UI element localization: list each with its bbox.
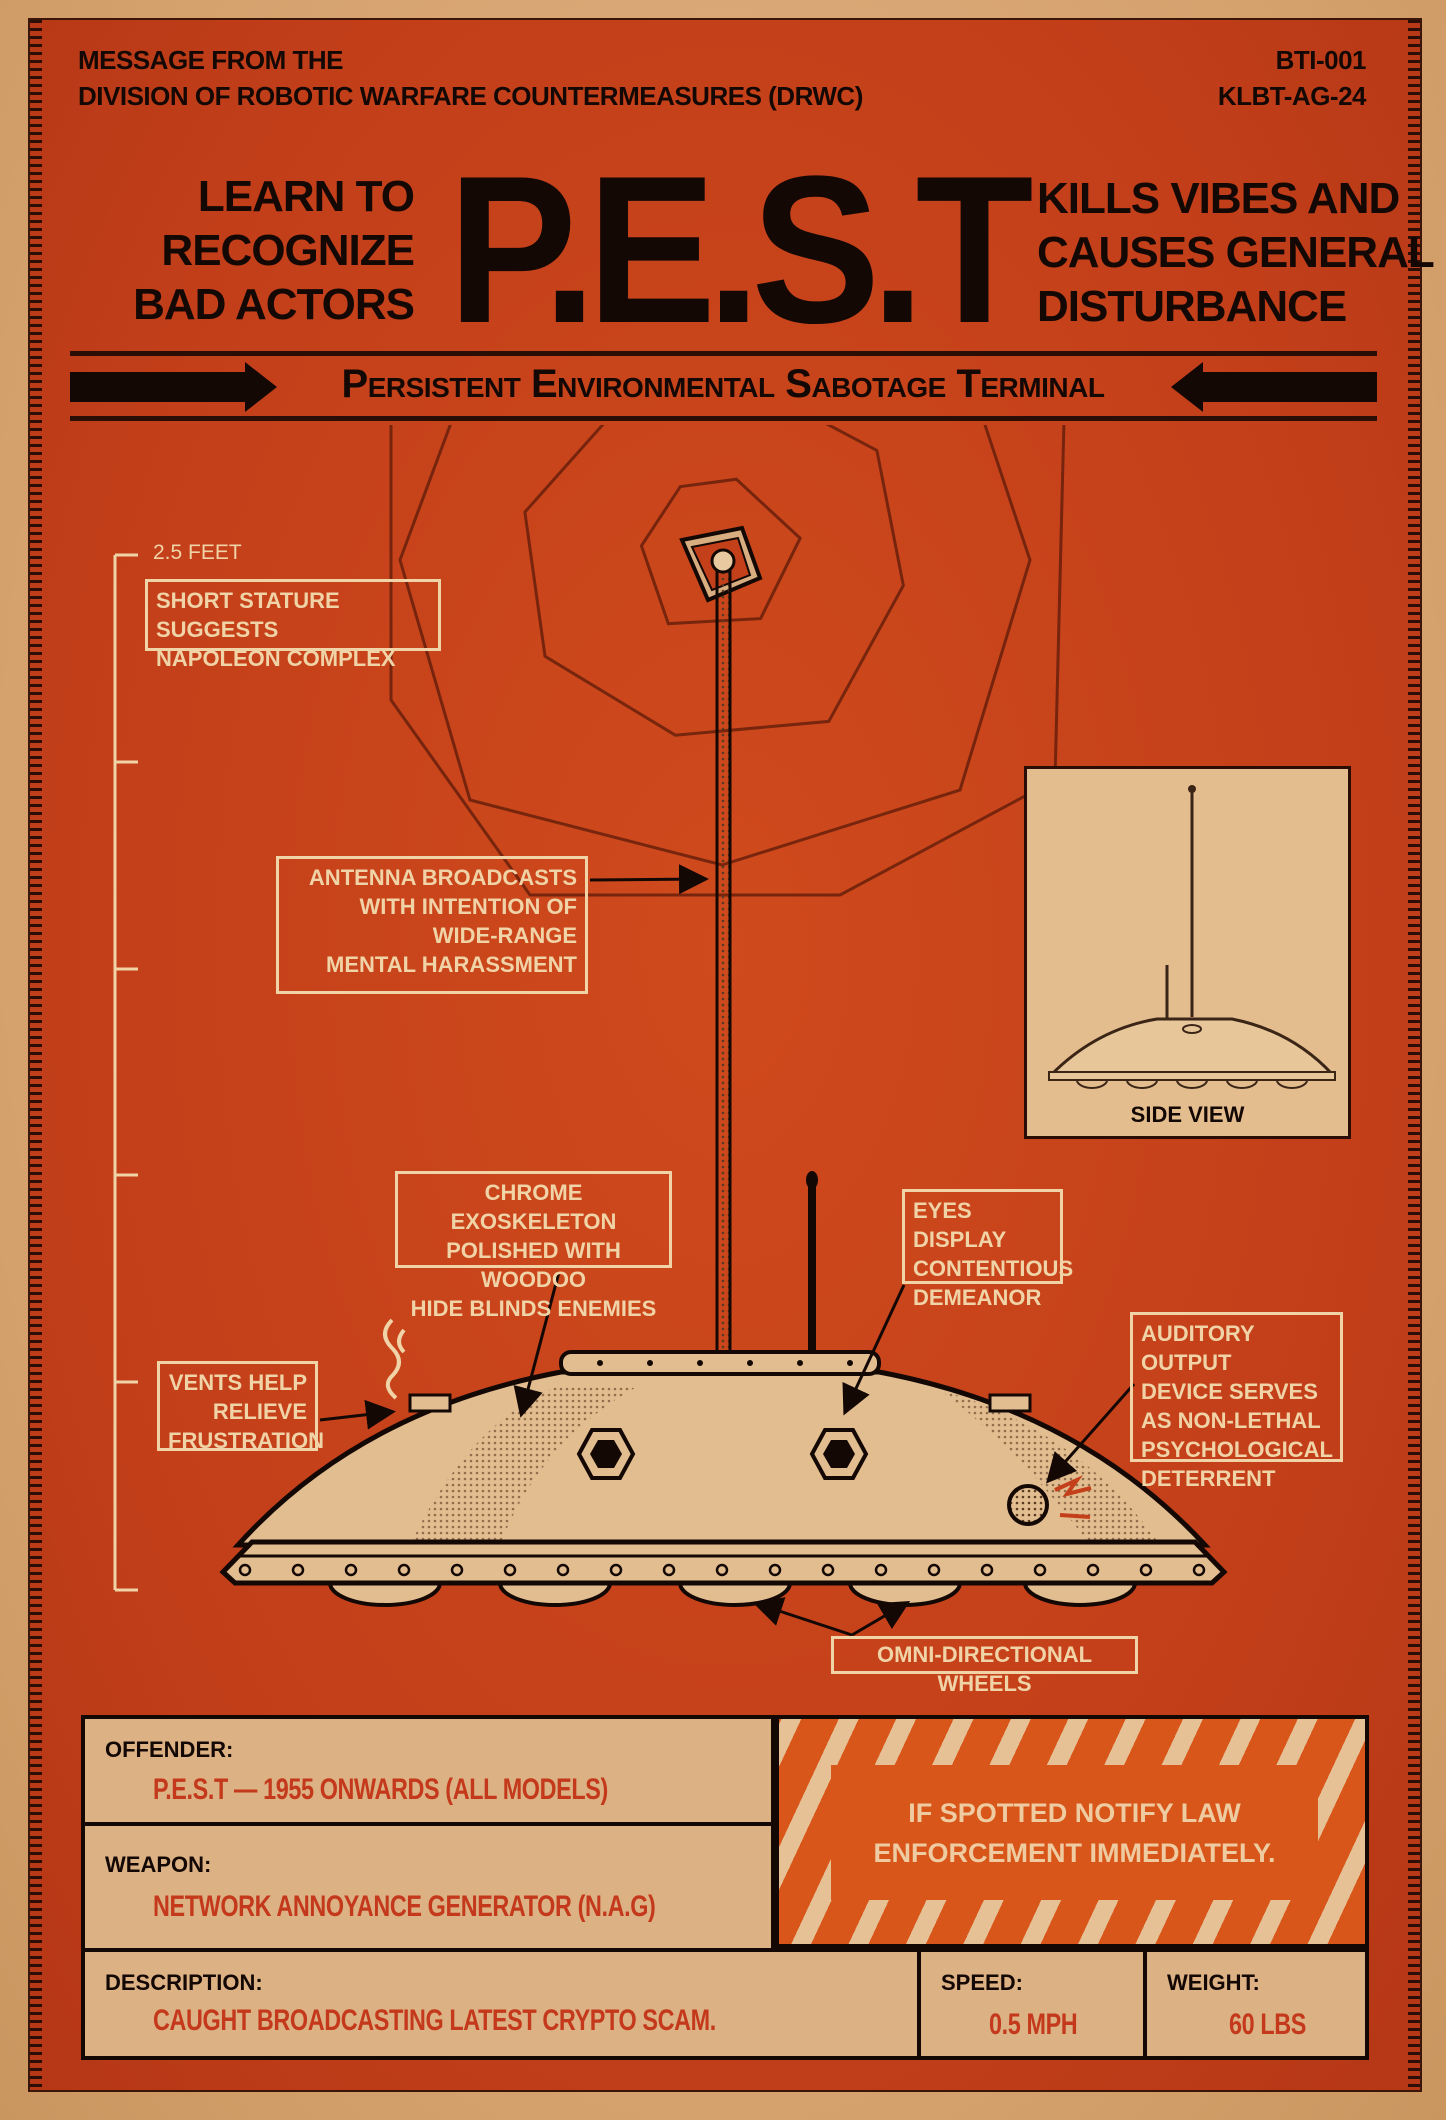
saucer-rim xyxy=(219,1539,1228,1586)
callout-arrows xyxy=(319,864,1136,1637)
rivet xyxy=(503,1563,517,1577)
weight-value: 60 LBS xyxy=(1229,2008,1307,2041)
callout-eyes: EYES DISPLAY CONTENTIOUS DEMEANOR xyxy=(902,1189,1073,1310)
wheel xyxy=(848,1582,962,1607)
rivet xyxy=(874,1563,888,1577)
arrow-left-icon xyxy=(1171,362,1377,412)
weight-cell: WEIGHT: 60 LBS xyxy=(1143,1948,1369,2060)
signal-wave xyxy=(639,477,802,626)
speaker xyxy=(1007,1484,1049,1526)
rivet xyxy=(927,1563,941,1577)
header-code-2: KLBT-AG-24 xyxy=(1217,81,1367,111)
divider-bottom xyxy=(70,416,1377,421)
rivet xyxy=(344,1563,358,1577)
callout-vents: VENTS HELP RELIEVE FRUSTRATION xyxy=(157,1361,324,1453)
rivet xyxy=(556,1563,570,1577)
header-line-1: MESSAGE FROM THE xyxy=(78,45,344,75)
tagline-left-3: BAD ACTORS xyxy=(133,280,415,329)
offender-cell: OFFENDER: P.E.S.T — 1955 ONWARDS (ALL MO… xyxy=(81,1715,775,1826)
divider-top xyxy=(70,351,1377,356)
speed-label: SPEED: xyxy=(941,1970,1023,1995)
top-plate xyxy=(559,1350,881,1376)
rivet xyxy=(980,1563,994,1577)
weapon-cell: WEAPON: NETWORK ANNOYANCE GENERATOR (N.A… xyxy=(81,1822,775,1952)
height-scale xyxy=(113,553,138,1592)
rivet xyxy=(768,1563,782,1577)
scale-label: 2.5 FEET xyxy=(153,541,242,564)
left-edge-ruler xyxy=(30,20,42,2090)
vent-left xyxy=(408,1393,452,1413)
callout-stature: SHORT STATURE SUGGESTS NAPOLEON COMPLEX xyxy=(145,579,441,671)
callout-chrome: CHROME EXOSKELETON POLISHED WITH WOODOO … xyxy=(395,1171,672,1321)
rim-rivets xyxy=(238,1563,1206,1577)
steam-icon xyxy=(383,1318,406,1400)
weight-label: WEIGHT: xyxy=(1167,1970,1260,1995)
description-label: DESCRIPTION: xyxy=(105,1970,263,1995)
header-line-2: DIVISION OF ROBOTIC WARFARE COUNTERMEASU… xyxy=(78,81,863,111)
rivet xyxy=(821,1563,835,1577)
rivet xyxy=(1086,1563,1100,1577)
eye-right xyxy=(809,1428,869,1480)
speed-cell: SPEED: 0.5 MPH xyxy=(917,1948,1147,2060)
rivet xyxy=(609,1563,623,1577)
warning-text: IF SPOTTED NOTIFY LAW ENFORCEMENT IMMEDI… xyxy=(831,1765,1318,1900)
description-value: CAUGHT BROADCASTING LATEST CRYPTO SCAM. xyxy=(153,2004,716,2037)
main-title: P.E.S.T xyxy=(448,132,1034,367)
arrow-right-icon xyxy=(70,362,277,412)
antenna-ball xyxy=(710,548,736,574)
warning-notice: IF SPOTTED NOTIFY LAW ENFORCEMENT IMMEDI… xyxy=(775,1715,1369,1948)
small-antenna xyxy=(808,1178,816,1363)
rivet xyxy=(397,1563,411,1577)
wheels xyxy=(328,1582,1137,1607)
callout-wheels: OMNI-DIRECTIONAL WHEELS xyxy=(831,1636,1138,1696)
vent-right xyxy=(988,1393,1032,1413)
wheel xyxy=(678,1582,792,1607)
offender-value: P.E.S.T — 1955 ONWARDS (ALL MODELS) xyxy=(153,1773,608,1806)
wheel xyxy=(1023,1582,1137,1607)
tagline-left-1: LEARN TO xyxy=(197,172,415,221)
tagline-right-2: CAUSES GENERAL xyxy=(1037,228,1435,277)
subtitle: Persistent Environmental Sabotage Termin… xyxy=(341,362,1105,406)
sound-bolt-icon xyxy=(1054,1475,1092,1519)
side-view-illustration xyxy=(1048,785,1336,1089)
eye-left xyxy=(576,1428,636,1480)
header-code-1: BTI-001 xyxy=(1275,45,1367,75)
signal-wave xyxy=(389,425,1066,897)
wheel xyxy=(328,1582,442,1607)
speed-value: 0.5 MPH xyxy=(989,2008,1078,2041)
rivet xyxy=(291,1563,305,1577)
right-edge-ruler xyxy=(1408,20,1420,2090)
rivet xyxy=(238,1563,252,1577)
wheel xyxy=(498,1582,612,1607)
callout-auditory: AUDITORY OUTPUT DEVICE SERVES AS NON-LET… xyxy=(1130,1312,1343,1491)
offender-label: OFFENDER: xyxy=(105,1737,234,1762)
side-view-panel: SIDE VIEW xyxy=(1024,766,1351,1139)
weapon-value: NETWORK ANNOYANCE GENERATOR (N.A.G) xyxy=(153,1890,656,1923)
side-view-label: SIDE VIEW xyxy=(1130,1102,1245,1127)
tagline-right-3: DISTURBANCE xyxy=(1037,282,1347,331)
callout-antenna: ANTENNA BROADCASTS WITH INTENTION OF WID… xyxy=(276,856,588,994)
signal-wave xyxy=(523,425,905,737)
rivet xyxy=(1192,1563,1206,1577)
rivet xyxy=(1139,1563,1153,1577)
rivet xyxy=(662,1563,676,1577)
main-antenna xyxy=(715,563,732,1362)
tagline-left-2: RECOGNIZE xyxy=(161,226,415,275)
rivet xyxy=(1033,1563,1047,1577)
rivet xyxy=(450,1563,464,1577)
rivet xyxy=(715,1563,729,1577)
weapon-label: WEAPON: xyxy=(105,1852,212,1877)
description-cell: DESCRIPTION: CAUGHT BROADCASTING LATEST … xyxy=(81,1948,921,2060)
tagline-right-1: KILLS VIBES AND xyxy=(1037,174,1400,223)
